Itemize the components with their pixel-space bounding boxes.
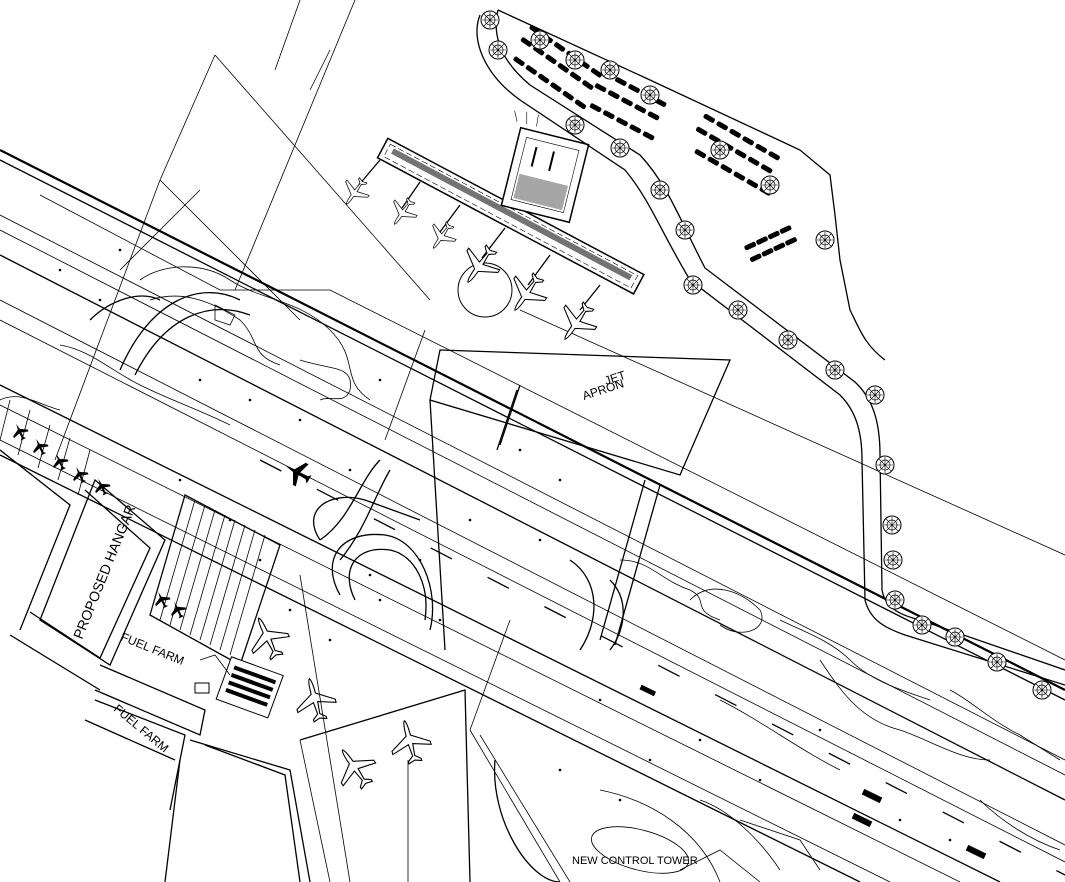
terrain-contours: [0, 266, 1061, 871]
control-tower-area: [493, 759, 761, 882]
fuel-farm-label-upper: FUEL FARM: [119, 630, 186, 668]
apron-label-line1: JET: [603, 368, 628, 388]
proposed-hangar-label: PROPOSED HANGAR: [70, 502, 138, 641]
site-boundary-lines: [54, 0, 1065, 556]
fuel-farm-facility: [194, 654, 284, 719]
runway-threshold-marks: [639, 684, 987, 860]
access-road: [476, 9, 1065, 686]
survey-points: [58, 248, 952, 842]
south-apron-lines: [299, 574, 571, 882]
tie-down-lines: [0, 399, 91, 496]
control-tower-label: NEW CONTROL TOWER: [572, 855, 698, 867]
hangar-area: [0, 449, 311, 882]
runway-centerline: [259, 459, 1065, 876]
runway-lines: [0, 149, 1065, 882]
apron-label-line2: APRON: [581, 376, 626, 403]
taxiway-curves: [89, 292, 661, 651]
